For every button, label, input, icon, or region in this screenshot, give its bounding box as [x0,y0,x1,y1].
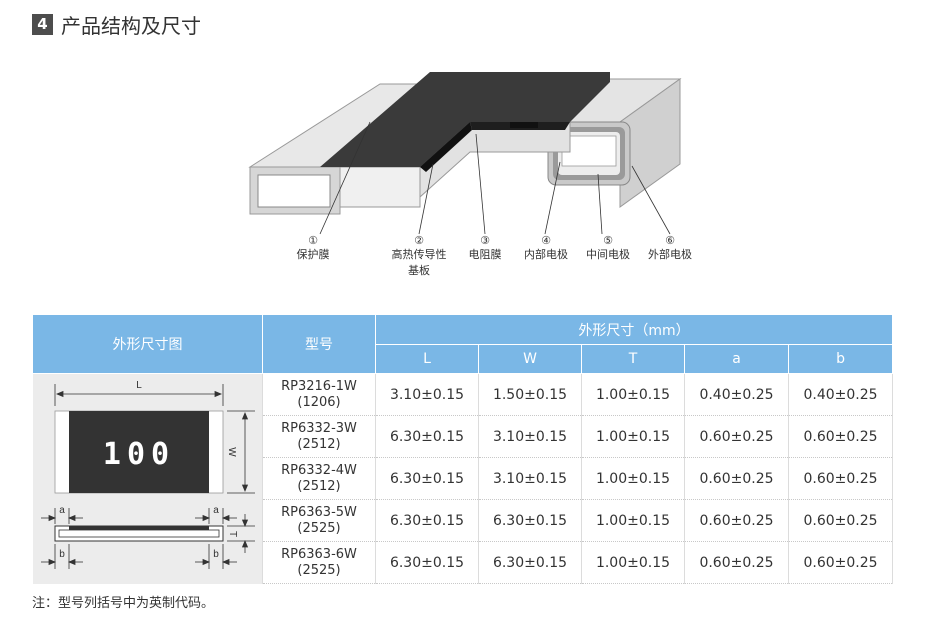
cell-T: 1.00±0.15 [581,373,685,416]
header-dimensions: 外形尺寸（mm） [374,314,894,345]
cell-b: 0.60±0.25 [787,499,894,542]
resistor-marking: 100 [102,437,174,472]
cell-W: 6.30±0.15 [478,499,582,542]
label-inner-electrode: ④ 内部电极 [524,234,568,261]
cell-W: 6.30±0.15 [478,541,582,584]
cell-T: 1.00±0.15 [581,457,685,500]
cell-L: 3.10±0.15 [375,373,479,416]
cell-model: RP6332-4W(2512) [262,457,376,500]
cell-b: 0.60±0.25 [787,457,894,500]
cell-b: 0.60±0.25 [787,541,894,584]
dim-label-W: W [226,447,237,457]
cell-T: 1.00±0.15 [581,499,685,542]
dimension-diagram-cell: L 100 W [32,373,263,584]
header-diagram: 外形尺寸图 [32,314,263,374]
cell-L: 6.30±0.15 [375,541,479,584]
cell-T: 1.00±0.15 [581,415,685,458]
table-row: RP6363-5W(2525) 6.30±0.15 6.30±0.15 1.00… [33,499,894,542]
cell-L: 6.30±0.15 [375,457,479,500]
label-outer-electrode: ⑥ 外部电极 [648,234,692,261]
section-number-badge: 4 [32,13,53,35]
label-protective-film: ① 保护膜 [296,234,330,261]
cell-a: 0.60±0.25 [684,541,789,584]
section-header: 4 产品结构及尺寸 [32,10,201,38]
dim-label-a-right: a [213,505,219,516]
cell-model: RP6363-6W(2525) [262,541,376,584]
cell-model: RP6332-3W(2512) [262,415,376,458]
table-row: RP6363-6W(2525) 6.30±0.15 6.30±0.15 1.00… [33,541,894,584]
header-col-W: W [478,344,582,374]
cell-L: 6.30±0.15 [375,499,479,542]
cell-a: 0.60±0.25 [684,457,789,500]
cell-model: RP3216-1W(1206) [262,373,376,416]
table-row: L 100 W [32,373,894,584]
header-model: 型号 [262,314,376,374]
dim-label-T: T [227,531,238,537]
section-title: 产品结构及尺寸 [61,13,201,38]
resistor-structure-illustration: ① 保护膜 ② 高热传导性 基板 ③ 电阻膜 ④ 内部电极 ⑤ 中间电极 ⑥ 外… [240,62,710,292]
cell-b: 0.40±0.25 [787,373,894,416]
cell-a: 0.60±0.25 [684,415,789,458]
header-col-b: b [787,344,894,374]
table-row: RP6332-3W(2512) 6.30±0.15 3.10±0.15 1.00… [33,415,894,458]
cell-L: 6.30±0.15 [375,415,479,458]
cell-model: RP6363-5W(2525) [262,499,376,542]
header-col-T: T [581,344,685,374]
label-resistive-film: ③ 电阻膜 [468,234,502,261]
header-col-L: L [375,344,479,374]
table-row: RP6332-4W(2512) 6.30±0.15 3.10±0.15 1.00… [33,457,894,500]
dim-label-b-left: b [59,549,65,560]
resistor-3d-drawing [248,72,682,235]
header-col-a: a [684,344,789,374]
dim-label-b-right: b [213,549,219,560]
cell-W: 3.10±0.15 [478,457,582,500]
cell-a: 0.40±0.25 [684,373,789,416]
footnote: 注：型号列括号中为英制代码。 [32,596,215,611]
cell-W: 3.10±0.15 [478,415,582,458]
label-thermal-substrate: ② 高热传导性 基板 [391,234,447,277]
dim-label-L: L [136,380,142,391]
dimension-drawing: L 100 W [40,380,255,569]
cell-T: 1.00±0.15 [581,541,685,584]
dimension-table: 外形尺寸图 型号 外形尺寸（mm） L W T a b L [32,314,894,584]
label-middle-electrode: ⑤ 中间电极 [586,234,630,261]
cell-a: 0.60±0.25 [684,499,789,542]
cell-W: 1.50±0.15 [478,373,582,416]
cell-b: 0.60±0.25 [787,415,894,458]
dim-label-a-left: a [59,505,65,516]
